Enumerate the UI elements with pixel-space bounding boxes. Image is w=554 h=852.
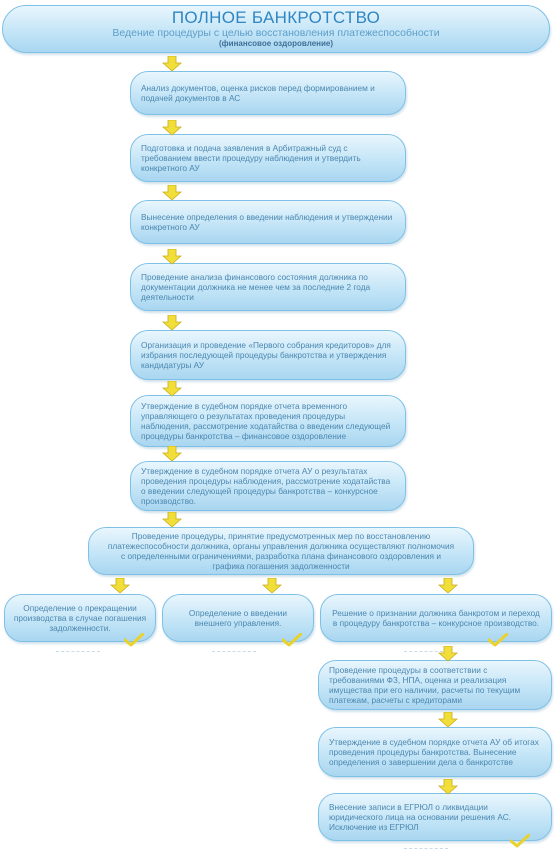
down-arrow-icon [162,56,182,72]
dashed-line [212,651,256,652]
final-step-text-3: Внесение записи в ЕГРЮЛ о ликвидации юри… [329,801,511,833]
step-text-3: Вынесение определения о введении наблюде… [141,211,393,232]
final-step-box-1: Проведение процедуры в соответствии с тр… [318,660,552,710]
down-arrow-icon [162,249,182,265]
dashed-line [56,651,100,652]
check-mark-icon [282,633,302,647]
outcome-box-1: Определение о прекращении производства в… [4,594,156,642]
page-note: (финансовое оздоровление) [219,39,333,48]
outcome-text-3: Решение о признании должника банкротом и… [332,607,540,628]
down-arrow-icon [438,779,458,795]
step-text-5: Организация и проведение «Первого собран… [141,339,391,371]
step-box-6: Утверждение в судебном порядке отчета вр… [130,395,406,447]
check-mark-icon [124,633,144,647]
check-mark-icon [510,834,530,848]
down-arrow-icon [110,578,130,594]
down-arrow-icon [162,381,182,397]
down-arrow-icon [162,120,182,136]
page-subtitle: Ведение процедуры с целью восстановления… [112,27,440,39]
dashed-line [404,651,448,652]
step-box-3: Вынесение определения о введении наблюде… [130,200,406,244]
page-title: ПОЛНОЕ БАНКРОТСТВО [171,8,381,27]
down-arrow-icon [438,578,458,594]
down-arrow-icon [162,185,182,201]
down-arrow-icon [438,712,458,728]
down-arrow-icon [438,646,458,662]
step-box-1: Анализ документов, оценка рисков перед ф… [130,71,406,115]
final-step-text-1: Проведение процедуры в соответствии с тр… [329,664,521,706]
outcome-text-2: Определение о введении внешнего управлен… [188,607,288,628]
step-box-4: Проведение анализа финансового состояния… [130,263,406,311]
wide-step-text: Проведение процедуры, принятие предусмот… [107,530,455,572]
outcome-box-3: Решение о признании должника банкротом и… [320,594,552,642]
step-text-2: Подготовка и подача заявления в Арбитраж… [141,142,361,174]
step-text-6: Утверждение в судебном порядке отчета вр… [141,400,391,442]
outcome-text-1: Определение о прекращении производства в… [13,602,147,634]
outcome-box-2: Определение о введении внешнего управлен… [162,594,314,642]
down-arrow-icon [162,446,182,462]
step-text-4: Проведение анализа финансового состояния… [141,271,371,303]
final-step-box-3: Внесение записи в ЕГРЮЛ о ликвидации юри… [318,793,552,841]
step-box-2: Подготовка и подача заявления в Арбитраж… [130,134,406,182]
check-mark-icon [488,633,508,647]
step-box-7: Утверждение в судебном порядке отчета АУ… [130,461,406,511]
down-arrow-icon [162,512,182,528]
step-text-7: Утверждение в судебном порядке отчета АУ… [141,465,391,507]
final-step-box-2: Утверждение в судебном порядке отчета АУ… [318,727,552,777]
title-box: ПОЛНОЕ БАНКРОТСТВО Ведение процедуры с ц… [2,5,550,53]
step-box-5: Организация и проведение «Первого собран… [130,330,406,380]
wide-step-box: Проведение процедуры, принятие предусмот… [88,527,474,575]
step-text-1: Анализ документов, оценка рисков перед ф… [141,82,375,103]
dashed-line [404,848,448,849]
final-step-text-2: Утверждение в судебном порядке отчета АУ… [329,736,539,768]
down-arrow-icon [162,315,182,331]
down-arrow-icon [262,578,282,594]
